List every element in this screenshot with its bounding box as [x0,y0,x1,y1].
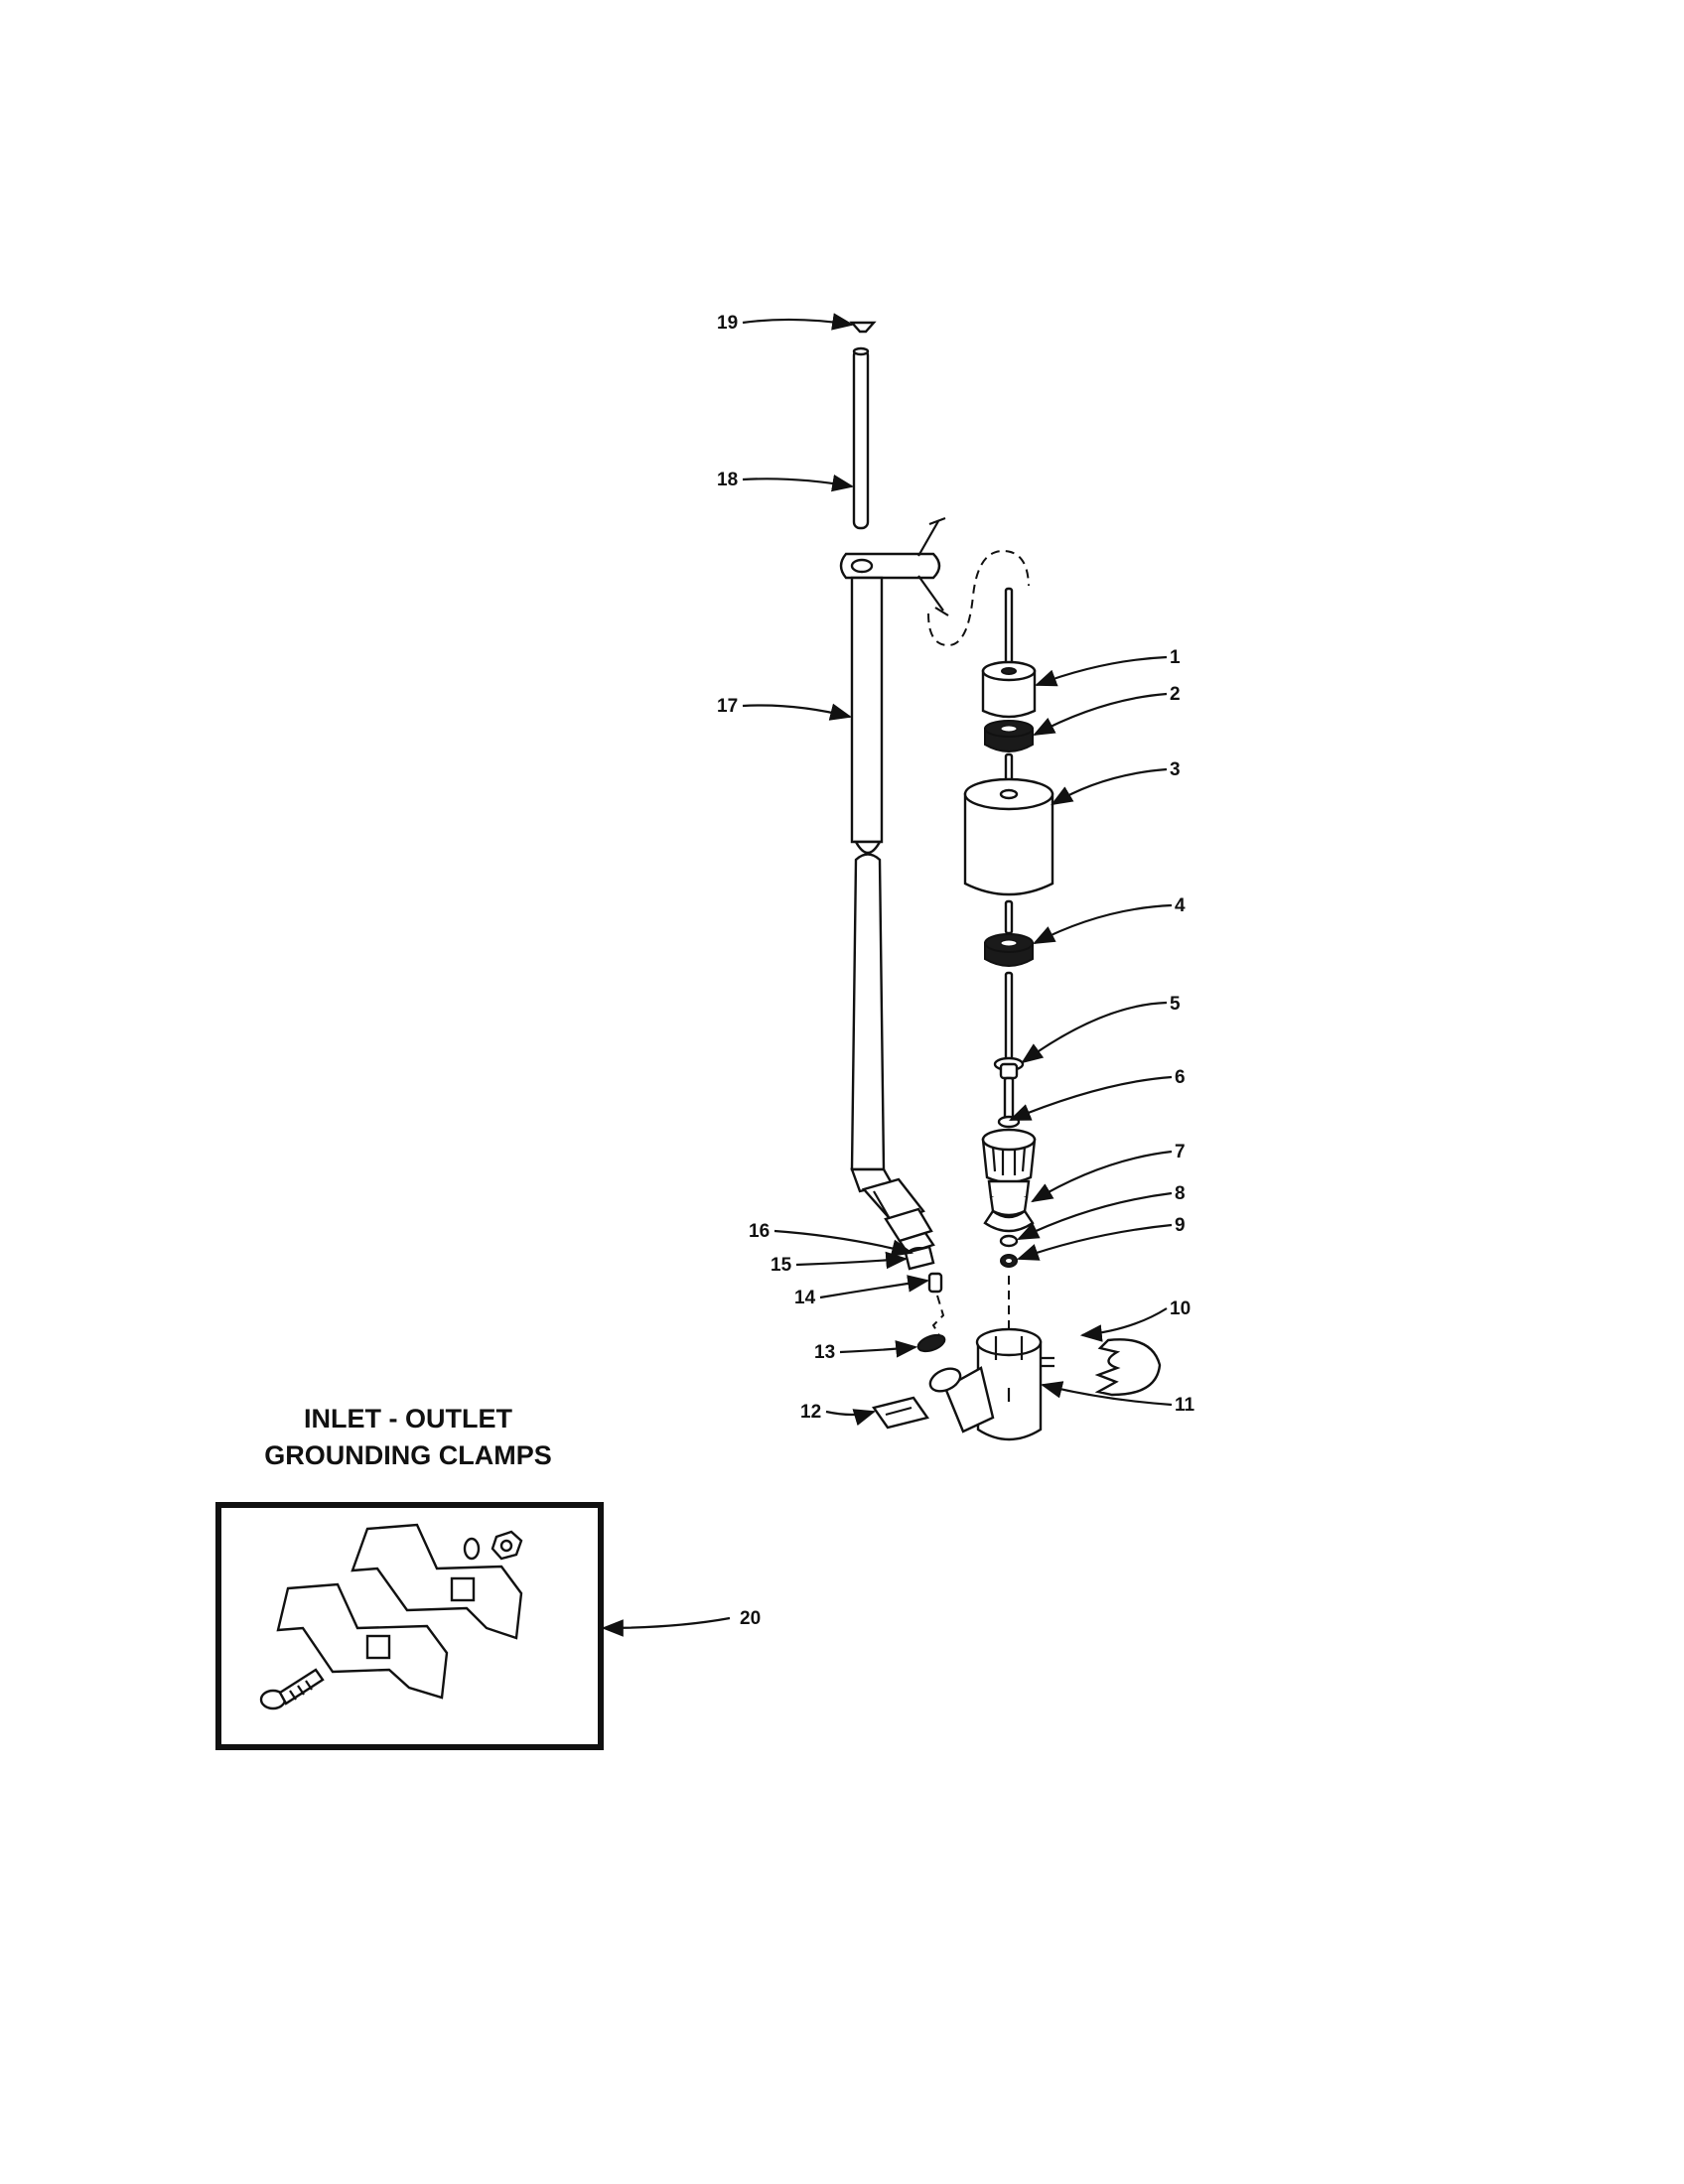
part-label-14: 14 [794,1288,816,1308]
grounding-clamp-lower [276,1582,449,1700]
part-label-4: 4 [1175,895,1186,916]
retaining-clip [1094,1338,1162,1397]
inset-title-line1: INLET - OUTLET [304,1404,512,1433]
u-clip [872,1396,929,1430]
part-label-20: 20 [740,1608,761,1629]
o-ring [999,1234,1019,1248]
part-label-15: 15 [771,1255,792,1276]
valve-stem-washer [993,1056,1025,1120]
part-label-13: 13 [814,1342,835,1363]
o-ring-seal [916,1333,946,1353]
part-label-19: 19 [717,313,738,334]
grounding-clamp-screw [259,1668,325,1710]
leader-lines [601,313,1173,1637]
part-label-5: 5 [1170,994,1181,1015]
part-label-12: 12 [800,1402,821,1423]
part-label-18: 18 [717,470,738,490]
float [963,777,1054,896]
valve-body-elbow [928,1327,1054,1441]
grounding-clamp-nut [491,1530,523,1561]
grommet-upper [984,720,1034,752]
valve-poppet [981,1115,1037,1184]
air-check-tube [839,516,949,1255]
small-sleeve [927,1272,943,1294]
part-label-7: 7 [1175,1142,1186,1162]
grounding-clamp-washer [463,1537,481,1561]
part-label-16: 16 [749,1221,770,1242]
part-label-6: 6 [1175,1067,1186,1088]
valve-seat [983,1179,1035,1233]
seal-ring [1000,1254,1018,1268]
inset-title-line2: GROUNDING CLAMPS [264,1440,552,1470]
part-label-3: 3 [1170,759,1181,780]
grounding-clamp-upper [351,1523,523,1640]
part-labels: 1 2 3 4 5 6 7 8 9 10 11 12 13 14 15 16 1… [717,313,1195,1629]
float-stop-upper [981,660,1037,719]
part-label-10: 10 [1170,1298,1191,1319]
part-label-9: 9 [1175,1215,1186,1236]
brine-valve-cap [849,321,877,334]
part-label-11: 11 [1175,1395,1195,1416]
part-label-8: 8 [1175,1183,1186,1204]
part-label-2: 2 [1170,684,1181,705]
part-label-1: 1 [1170,647,1181,668]
float-rod [852,346,870,530]
grommet-lower [984,933,1034,967]
part-label-17: 17 [717,696,738,717]
inset-box [215,1502,604,1750]
